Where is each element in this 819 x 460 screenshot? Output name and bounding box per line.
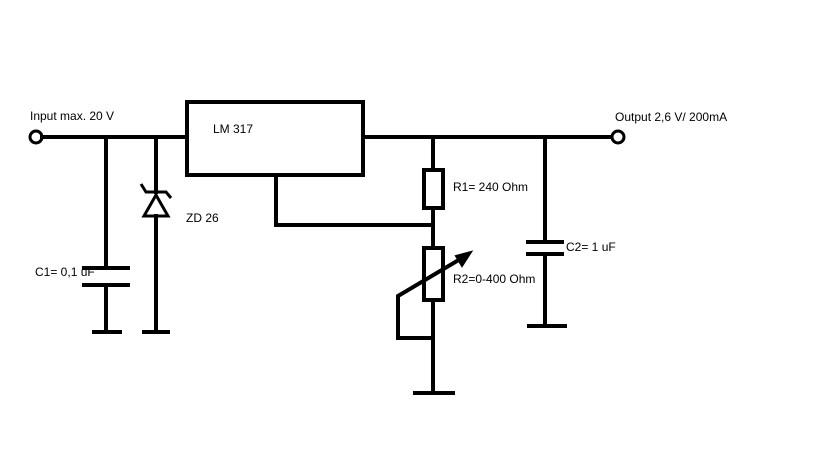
capacitor-c2 <box>526 135 567 328</box>
regulator-lm317 <box>185 100 365 177</box>
input-terminal <box>28 129 188 145</box>
zener-label: ZD 26 <box>186 211 219 225</box>
resistor-r1 <box>422 135 445 250</box>
r2-label: R2=0-400 Ohm <box>453 272 535 286</box>
c1-label: C1= 0,1 uF <box>35 265 95 279</box>
regulator-label: LM 317 <box>213 122 253 136</box>
adjust-wire <box>274 173 435 227</box>
zener-diode-zd26 <box>139 135 173 334</box>
output-label: Output 2,6 V/ 200mA <box>615 110 727 124</box>
variable-resistor-r2 <box>396 246 474 395</box>
capacitor-c1 <box>82 135 130 334</box>
r1-label: R1= 240 Ohm <box>453 180 528 194</box>
c2-label: C2= 1 uF <box>566 240 616 254</box>
input-label: Input max. 20 V <box>30 109 114 123</box>
output-terminal <box>361 129 626 145</box>
